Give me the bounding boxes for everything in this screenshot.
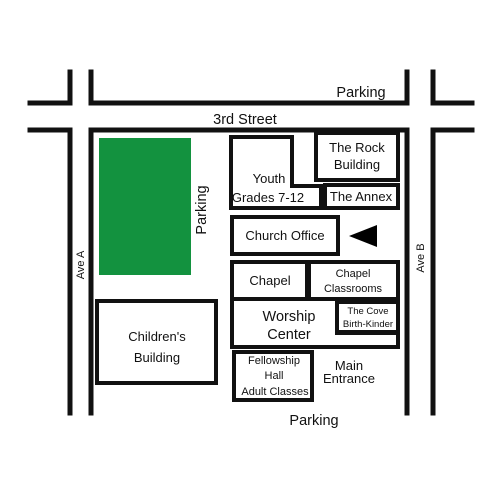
- main-entrance-label-line2: Entrance: [323, 371, 375, 386]
- church-office-label: Church Office: [245, 228, 324, 243]
- cove-label-line1: The Cove: [347, 306, 388, 317]
- main-entrance-label-line1: Main: [335, 358, 363, 373]
- annex-label: The Annex: [330, 189, 393, 204]
- childrens-building-label-line2: Building: [134, 350, 180, 365]
- street-label-ave-a: Ave A: [75, 250, 87, 279]
- parking-bottom-label: Parking: [289, 413, 338, 429]
- street-label-ave-b: Ave B: [415, 243, 427, 272]
- chapel-label: Chapel: [249, 273, 290, 288]
- green-lot: [99, 138, 191, 275]
- church-office-building[interactable]: [230, 215, 340, 256]
- fellowship-hall-label-line2: Hall: [265, 370, 284, 382]
- parking-top-label: Parking: [336, 85, 385, 101]
- road-right-corner-upper: [430, 127, 475, 416]
- youth-building[interactable]: [229, 135, 323, 210]
- youth-label-line2: Grades 7-12: [232, 190, 304, 205]
- cove-building[interactable]: [335, 300, 400, 334]
- rock-label-line1: The Rock: [329, 140, 385, 155]
- childrens-building[interactable]: [95, 299, 218, 385]
- rock-label-line2: Building: [334, 157, 380, 172]
- road-top-right-corner: [430, 69, 475, 106]
- annex-building[interactable]: [323, 183, 400, 210]
- chapel-classrooms-building[interactable]: [307, 260, 400, 301]
- road-block-perimeter: [88, 127, 410, 416]
- street-label-3rd-street: 3rd Street: [213, 112, 277, 128]
- worship-center-label-line1: Worship: [263, 309, 316, 325]
- parking-side-label: Parking: [194, 185, 210, 234]
- childrens-building-label-line1: Children's: [128, 329, 186, 344]
- rock-building[interactable]: [314, 131, 400, 182]
- youth-label-line1: Youth: [253, 171, 286, 186]
- road-top-left-corner: [27, 69, 73, 106]
- worship-center-label-line2: Center: [267, 327, 311, 343]
- road-3rd-street-north-edge: [88, 69, 410, 106]
- chapel-classrooms-label-line2: Classrooms: [324, 283, 383, 295]
- left-pointing-triangle-icon: [349, 225, 377, 247]
- fellowship-hall-label-line3: Adult Classes: [241, 386, 309, 398]
- fellowship-hall-building[interactable]: [232, 350, 314, 402]
- street-lines: [27, 69, 475, 416]
- fellowship-hall-label-line1: Fellowship: [248, 355, 300, 367]
- chapel-classrooms-label-line1: Chapel: [336, 268, 371, 280]
- road-left-corner-upper: [27, 127, 73, 416]
- cove-label-line2: Birth-Kinder: [343, 319, 393, 330]
